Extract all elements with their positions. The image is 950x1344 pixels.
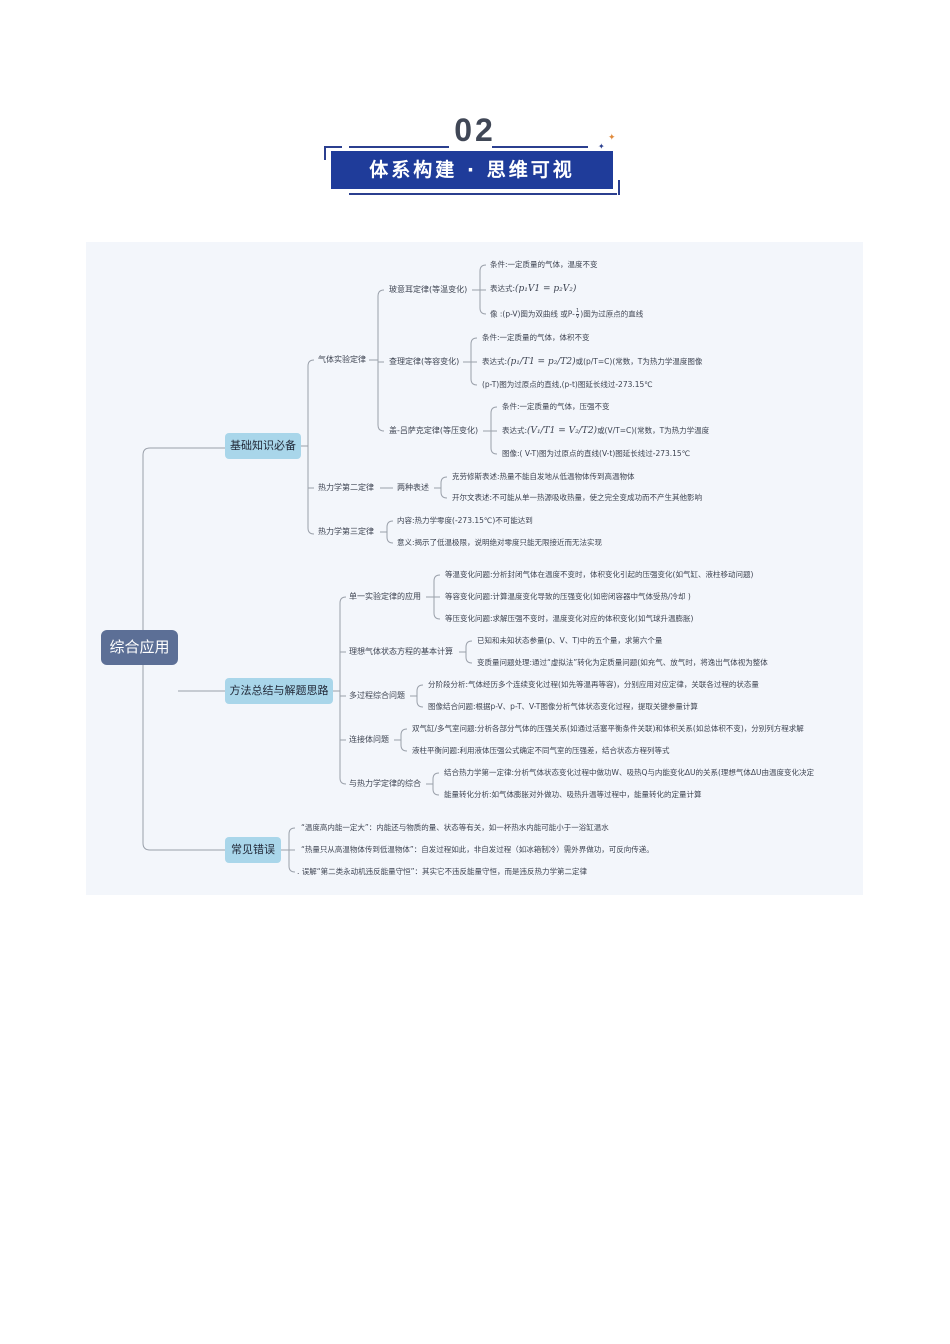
node-two-statements: 两种表述 (397, 483, 429, 492)
expression-suffix: 或(p/T=C)(常数，T为热力学温度图像 (575, 357, 703, 366)
leaf-clausius-statement: 克劳修斯表述:热量不能自发地从低温物体传到高温物体 (452, 472, 635, 481)
section-title-banner: 体系构建 · 思维可视 (331, 151, 613, 189)
section-number: 02 (454, 112, 496, 148)
leaf-mistake-heat-transfer: “热量只从高温物体传到低温物体”：自发过程如此，非自发过程（如冰箱制冷）需外界做… (301, 845, 654, 854)
leaf-ideal-gas-variable-mass: 变质量问题处理:通过“虚拟法”转化为定质量问题(如充气、放气时，将逸出气体视为整… (477, 658, 768, 667)
node-connected-bodies: 连接体问题 (349, 735, 389, 744)
node-boyle-law: 玻意耳定律(等温变化) (389, 285, 468, 294)
expression-suffix: 或(V/T=C)(常数，T为热力学温度 (597, 426, 710, 435)
leaf-third-law-meaning: 意义:揭示了低温极限，说明绝对零度只能无限接近而无法实现 (397, 538, 603, 547)
expression-prefix: 表达式: (490, 284, 516, 293)
leaf-third-law-content: 内容:热力学零度(-273.15℃)不可能达到 (397, 516, 533, 525)
leaf-charles-expression: 表达式:(p₁/T1 = p₂/T2)或(p/T=C)(常数，T为热力学温度图像 (482, 357, 702, 367)
leaf-ideal-gas-known: 已知和未知状态参量(p、V、T)中的五个量，求第六个量 (477, 636, 663, 645)
node-gas-laws: 气体实验定律 (318, 355, 366, 364)
node-ideal-gas-equation: 理想气体状态方程的基本计算 (349, 647, 453, 656)
expression-formula: (p₁/T1 = p₂/T2) (507, 357, 576, 367)
leaf-multi-graph-analysis: 图像结合问题:根据p-V、p-T、V-T图像分析气体状态变化过程，提取关键参量计… (428, 702, 698, 711)
root-node: 综合应用 (101, 630, 178, 665)
graph-text-b: )图为过原点的直线 (580, 309, 644, 319)
expression-formula: (p₁V1 = p₂V₂) (515, 284, 577, 294)
node-charles-law: 查理定律(等容变化) (389, 357, 460, 366)
leaf-single-isochoric: 等容变化问题:计算温度变化导致的压强变化(如密闭容器中气体受热/冷却 ) (445, 592, 691, 601)
leaf-thermo-energy: 能量转化分析:如气体膨胀对外做功、吸热升温等过程中，能量转化的定量计算 (444, 790, 702, 799)
expression-formula: (V₁/T1 = V₂/T2) (527, 426, 598, 436)
graph-text-a: 像 :(p-V)图为双曲线 或P- (490, 309, 575, 319)
leaf-kelvin-statement: 开尔文表述:不可能从单一热源吸收热量，使之完全变成功而不产生其他影响 (452, 493, 703, 502)
expression-prefix: 表达式: (502, 426, 528, 435)
fraction-denominator: V (575, 314, 580, 320)
leaf-gay-lussac-expression: 表达式:(V₁/T1 = V₂/T2)或(V/T=C)(常数，T为热力学温度 (502, 426, 709, 436)
expression-prefix: 表达式: (482, 357, 508, 366)
node-third-law: 热力学第三定律 (318, 527, 374, 536)
node-gay-lussac-law: 盖-吕萨克定律(等压变化) (389, 426, 479, 435)
leaf-charles-condition: 条件:一定质量的气体，体积不变 (482, 333, 590, 342)
sparkle-icon: ✦ (608, 133, 616, 143)
leaf-connected-liquid-column: 液柱平衡问题:利用液体压强公式确定不同气室的压强差，结合状态方程列等式 (412, 746, 670, 755)
fraction-numerator: 1 (575, 308, 580, 315)
leaf-gay-lussac-graph: 图像:( V-T)图为过原点的直线(V-t)图延长线过-273.15℃ (502, 449, 691, 458)
leaf-single-isobaric: 等压变化问题:求解压强不变时，温度变化对应的体积变化(如气球升温膨胀) (445, 614, 694, 623)
leaf-multi-stage-analysis: 分阶段分析:气体经历多个连续变化过程(如先等温再等容)，分别应用对应定律，关联各… (428, 680, 759, 689)
sparkle-icon: ✦ (598, 142, 605, 151)
leaf-connected-cylinders: 双气缸/多气室问题:分析各部分气体的压强关系(如通过活塞平衡条件关联)和体积关系… (412, 724, 804, 733)
branch-node-methods: 方法总结与解题思路 (225, 678, 333, 704)
node-single-law-application: 单一实验定律的应用 (349, 592, 421, 601)
mindmap-panel (86, 242, 863, 895)
node-second-law: 热力学第二定律 (318, 483, 374, 492)
leaf-boyle-condition: 条件:一定质量的气体，温度不变 (490, 260, 598, 269)
leaf-mistake-internal-energy: “温度高内能一定大”：内能还与物质的量、状态等有关，如一杯热水内能可能小于一浴缸… (301, 823, 609, 832)
leaf-thermo-first-law: 结合热力学第一定律:分析气体状态变化过程中做功W、吸热Q与内能变化ΔU的关系(理… (444, 768, 815, 777)
branch-node-basics: 基础知识必备 (225, 433, 301, 459)
leaf-mistake-perpetual-motion: . 误解“第二类永动机违反能量守恒”：其实它不违反能量守恒，而是违反热力学第二定… (297, 867, 588, 876)
leaf-gay-lussac-condition: 条件:一定质量的气体，压强不变 (502, 402, 610, 411)
node-thermo-combination: 与热力学定律的综合 (349, 779, 421, 788)
node-multi-process: 多过程综合问题 (349, 691, 405, 700)
branch-node-mistakes: 常见错误 (225, 837, 281, 863)
leaf-charles-graph: (p-T)图为过原点的直线,(p-t)图延长线过-273.15℃ (482, 380, 653, 389)
leaf-single-isothermal: 等温变化问题:分析封闭气体在温度不变时，体积变化引起的压强变化(如气缸、液柱移动… (445, 570, 754, 579)
leaf-boyle-expression: 表达式:(p₁V1 = p₂V₂) (490, 284, 576, 294)
